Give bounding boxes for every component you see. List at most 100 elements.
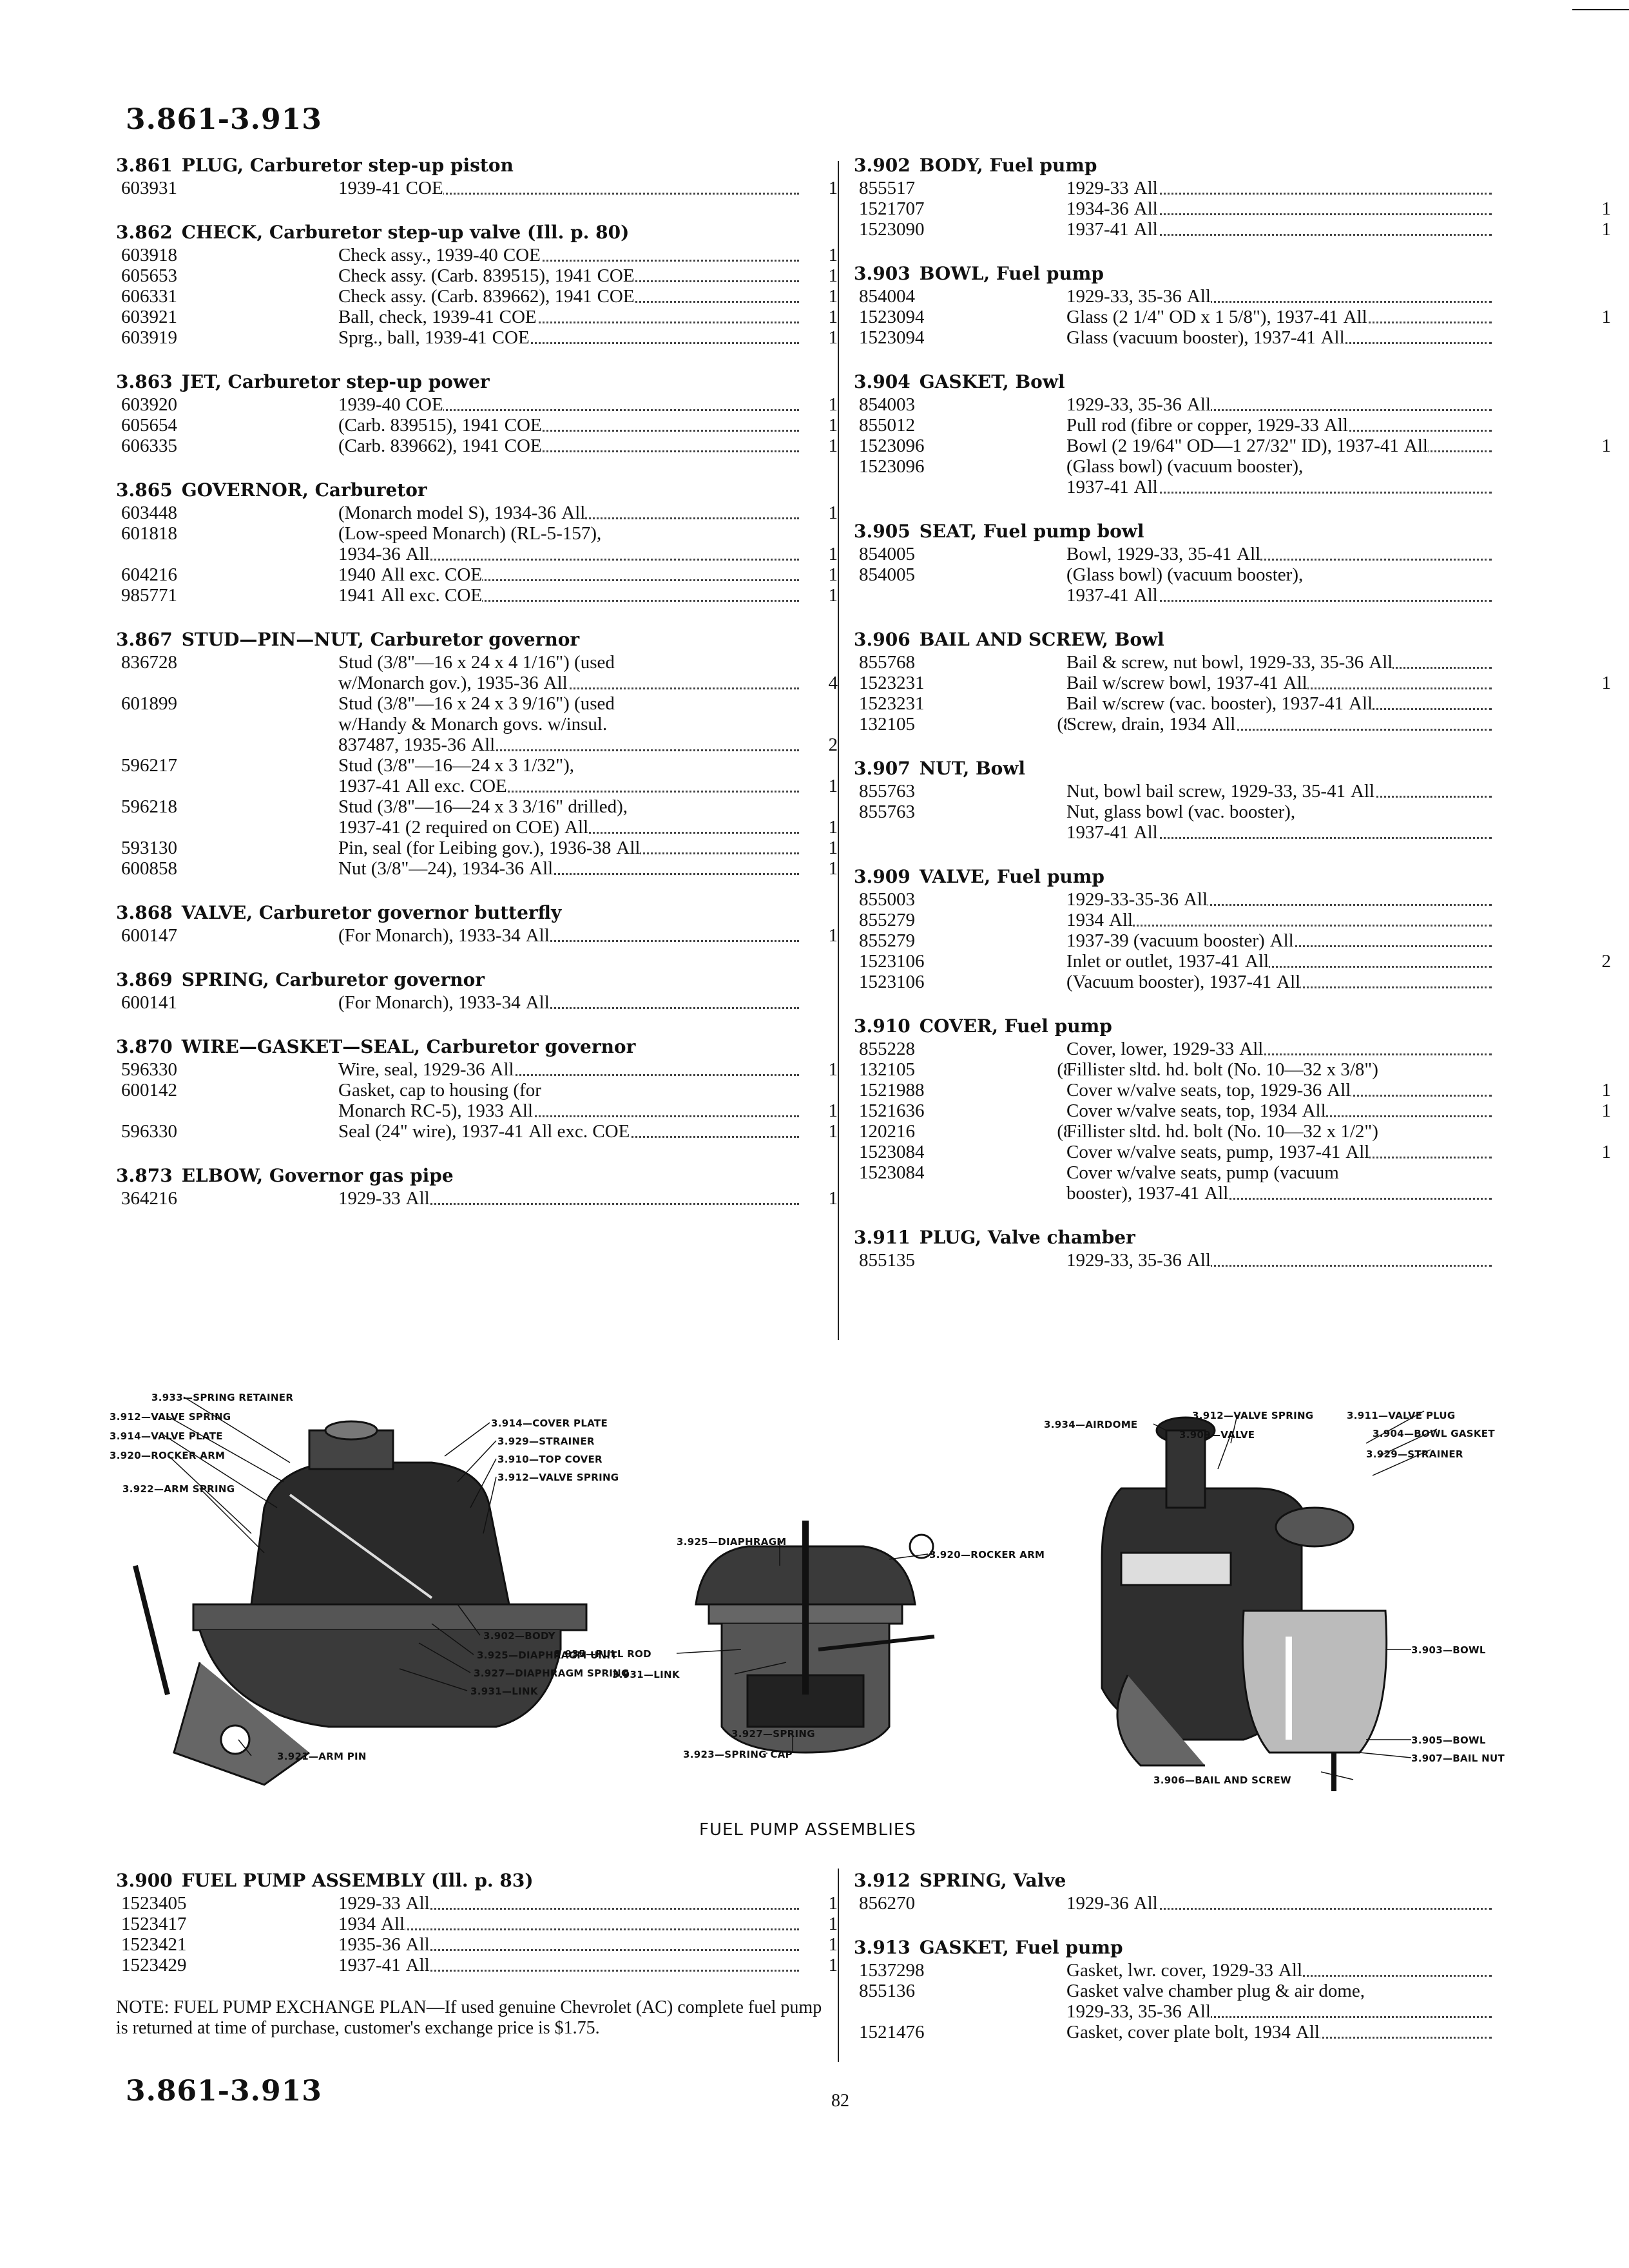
part-description: 1937-41 (1066, 477, 1132, 497)
part-number: 601818 (121, 523, 177, 544)
page-number: 82 (831, 2091, 849, 2111)
part-models: COE (403, 178, 443, 198)
part-description: 1934 (338, 1914, 378, 1934)
part-row: 132105(8.907)Fillister sltd. hd. bolt (N… (854, 1059, 1576, 1080)
part-row: 15216361.00Cover w/valve seats, top, 193… (854, 1100, 1611, 1121)
part-models: All exc. COE (526, 1121, 630, 1142)
part-number: 854005 (859, 544, 915, 564)
part-models: All (403, 1188, 430, 1209)
section-title: PLUG, Carburetor step-up piston (181, 155, 514, 176)
part-description: w/Handy & Monarch govs. w/insul. (338, 714, 610, 735)
section-title: PLUG, Valve chamber (919, 1227, 1135, 1248)
section-title: NUT, Bowl (919, 758, 1026, 779)
part-models: All (403, 544, 430, 564)
part-models: All (487, 1059, 514, 1080)
part-row: 1521988.80Cover w/valve seats, top, 1929… (854, 1080, 1611, 1100)
part-description: 1939-40 (338, 394, 403, 415)
part-description: Stud (3/8"—16 x 24 x 3 9/16") (used (338, 693, 617, 714)
part-quantity: 2 (828, 735, 838, 755)
part-models: All (1346, 693, 1373, 714)
part-row: 601899.10Stud (3/8"—16 x 24 x 3 9/16") (… (116, 693, 838, 714)
part-models (1380, 1059, 1383, 1080)
part-models: COE (594, 265, 635, 286)
part-models: All (403, 1955, 430, 1975)
part-models: All (1340, 307, 1367, 327)
leader-dots (338, 1928, 799, 1930)
part-description: 1940 (338, 564, 378, 585)
part-description: Glass (vacuum booster), 1937-41 (1066, 327, 1318, 348)
part-description: Bowl, 1929-33, 35-41 (1066, 544, 1235, 564)
part-description: Bowl (2 19/64" OD—1 27/32" ID), 1937-41 (1066, 436, 1402, 456)
part-models: All (1184, 286, 1211, 307)
part-quantity: 1 (1601, 436, 1612, 456)
callout-spring-cap: 3.923—SPRING CAP (683, 1749, 793, 1760)
part-models (1341, 1162, 1344, 1183)
part-description: Cover w/valve seats, top, 1929-36 (1066, 1080, 1325, 1100)
section-number: 3.903 (854, 263, 911, 284)
part-description: 1937-41 (1066, 219, 1132, 240)
callout-bail-and-screw: 3.906—BAIL AND SCREW (1153, 1774, 1291, 1786)
part-description: 1929-33, 35-36 (1066, 2001, 1184, 2022)
part-row: 855763.05Nut, bowl bail screw, 1929-33, … (854, 781, 1576, 802)
part-number: 132105 (859, 1059, 915, 1080)
section-title: VALVE, Carburetor governor butterfly (181, 902, 562, 923)
part-models: COE (403, 394, 443, 415)
part-number: 1537298 (859, 1960, 925, 1981)
exchange-note: NOTE: FUEL PUMP EXCHANGE PLAN—If used ge… (116, 1997, 822, 2038)
fuel-pump-drawings (133, 1396, 1438, 1791)
part-number: 1523090 (859, 219, 925, 240)
part-description: 1929-33, 35-36 (1066, 1250, 1184, 1271)
part-models: COE (496, 307, 537, 327)
callout-link: 3.931—LINK (470, 1686, 538, 1697)
callout-spring-mid: 3.927—SPRING (731, 1728, 815, 1740)
part-number: 1523094 (859, 307, 925, 327)
part-number: 1523084 (859, 1162, 925, 1183)
part-quantity: 1 (828, 286, 838, 307)
part-quantity: 1 (1601, 673, 1612, 693)
part-models: All (1131, 822, 1158, 843)
part-description: (Monarch model S), 1934-36 (338, 503, 559, 523)
part-quantity: 1 (828, 585, 838, 606)
part-quantity: 2 (1601, 951, 1612, 972)
part-description: Glass (2 1/4" OD x 1 5/8"), 1937-41 (1066, 307, 1341, 327)
part-description: Monarch RC-5), 1933 (338, 1100, 506, 1121)
callout-valve-plug: 3.911—VALVE PLUG (1347, 1410, 1456, 1421)
part-description: Nut, bowl bail screw, 1929-33, 35-41 (1066, 781, 1349, 802)
part-models: COE (500, 245, 541, 265)
callout-valve-spring-2: 3.912—VALVE SPRING (497, 1472, 619, 1483)
callout-diaphragm-unit: 3.925—DIAPHRAGM UNIT (477, 1649, 617, 1661)
part-row: 836728.10Stud (3/8"—16 x 24 x 4 1/16") (… (116, 652, 838, 673)
part-row: 15234176.001934All1 (116, 1914, 838, 1934)
part-models: All (1184, 2001, 1211, 2022)
part-description-line: Gasket, cap to housing (for (338, 1080, 799, 1100)
part-models (1367, 1981, 1371, 2001)
part-models: All (1202, 1183, 1229, 1204)
part-number: 132105 (859, 714, 915, 735)
